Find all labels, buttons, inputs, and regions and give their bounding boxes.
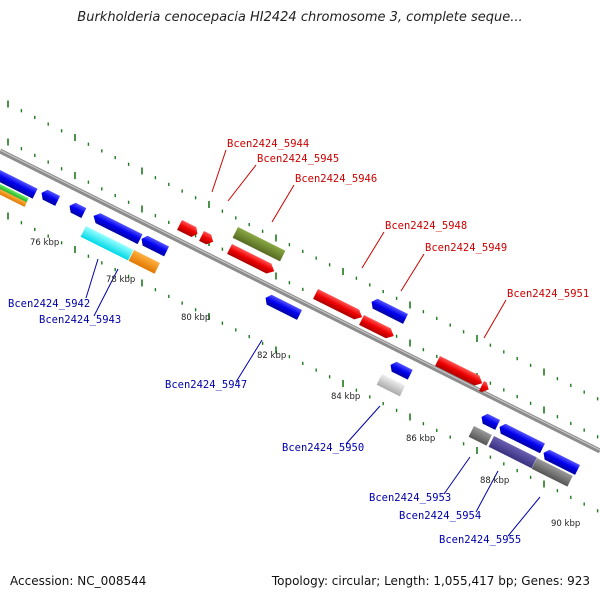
gene-label[interactable]: Bcen2424_5945	[257, 153, 339, 165]
gene-feature-reverse[interactable]	[39, 188, 61, 206]
gene-feature-reverse[interactable]	[139, 234, 170, 257]
gene-features	[0, 161, 580, 487]
gene-feature-bcen2424-5945[interactable]	[199, 231, 216, 247]
gene-feature-partial[interactable]	[0, 175, 29, 203]
gene-feature-bcen2424-5950[interactable]	[376, 374, 406, 397]
sequence-summary: Topology: circular; Length: 1,055,417 bp…	[271, 574, 590, 588]
gene-label[interactable]: Bcen2424_5943	[39, 314, 121, 326]
gene-feature-reverse[interactable]	[541, 448, 580, 475]
gene-feature-bcen2424-5946[interactable]	[232, 227, 286, 262]
gene-label[interactable]: Bcen2424_5948	[385, 220, 467, 232]
gene-feature-forward[interactable]	[227, 244, 277, 276]
gene-feature-forward[interactable]	[359, 315, 396, 341]
gene-feature-bcen2424-5949[interactable]	[369, 297, 408, 324]
tick-label: 88 kbp	[480, 476, 509, 486]
gene-feature-bcen2424-5947[interactable]	[263, 293, 302, 320]
tick-label: 80 kbp	[181, 313, 210, 323]
gene-feature-bcen2424-5955[interactable]	[531, 458, 573, 487]
gene-feature-reverse[interactable]	[479, 412, 501, 430]
gene-feature-partial[interactable]	[0, 180, 27, 207]
tick-label: 86 kbp	[406, 434, 435, 444]
gene-label[interactable]: Bcen2424_5950	[282, 442, 364, 454]
gene-feature-reverse[interactable]	[67, 201, 87, 218]
reverse-label-lines	[85, 258, 541, 537]
tick-label: 84 kbp	[331, 392, 360, 402]
reverse-gene-labels: Bcen2424_5942 Bcen2424_5943 Bcen2424_594…	[8, 298, 521, 546]
forward-gene-labels: Bcen2424_5944 Bcen2424_5945 Bcen2424_594…	[227, 138, 589, 300]
gene-label[interactable]: Bcen2424_5953	[369, 492, 451, 504]
gene-feature-bcen2424-5953[interactable]	[468, 426, 492, 446]
gene-label[interactable]: Bcen2424_5944	[227, 138, 309, 150]
gene-feature-forward[interactable]	[479, 381, 491, 394]
gene-feature-bcen2424-5942[interactable]	[80, 226, 134, 261]
gene-label[interactable]: Bcen2424_5949	[425, 242, 507, 254]
tick-label: 82 kbp	[257, 351, 286, 361]
tick-labels: 76 kbp 78 kbp 80 kbp 82 kbp 84 kbp 86 kb…	[30, 238, 580, 529]
gene-label[interactable]: Bcen2424_5947	[165, 379, 247, 391]
gene-feature-reverse[interactable]	[497, 422, 545, 454]
gene-feature-partial[interactable]	[0, 161, 38, 199]
gene-label[interactable]: Bcen2424_5946	[295, 173, 377, 185]
gene-feature-bcen2424-5948[interactable]	[313, 289, 364, 322]
gene-label[interactable]: Bcen2424_5955	[439, 534, 521, 546]
chromosome-backbone	[0, 148, 600, 454]
gene-feature-reverse[interactable]	[91, 211, 143, 245]
gene-feature-bcen2424-5954[interactable]	[488, 436, 537, 469]
tick-label: 90 kbp	[551, 519, 580, 529]
gene-feature-bcen2424-5943[interactable]	[128, 250, 160, 274]
tick-label: 78 kbp	[106, 275, 135, 285]
gene-feature-bcen2424-5951[interactable]	[435, 356, 485, 388]
gene-label[interactable]: Bcen2424_5954	[399, 510, 481, 522]
gene-label[interactable]: Bcen2424_5942	[8, 298, 90, 310]
map-title: Burkholderia cenocepacia HI2424 chromoso…	[77, 10, 523, 25]
gene-feature-bcen2424-5944[interactable]	[177, 220, 200, 239]
gene-feature-reverse[interactable]	[388, 360, 413, 380]
tick-label: 76 kbp	[30, 238, 59, 248]
forward-label-lines	[211, 149, 507, 339]
accession-label: Accession: NC_008544	[10, 574, 147, 588]
gene-label[interactable]: Bcen2424_5951	[507, 288, 589, 300]
